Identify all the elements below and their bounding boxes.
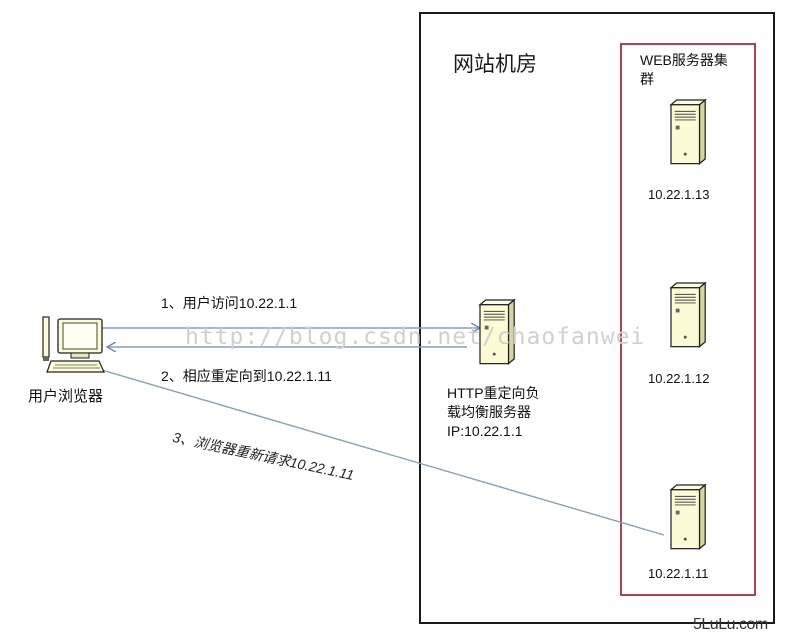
computer-icon (42, 316, 105, 373)
web-server-ip-11: 10.22.1.11 (648, 566, 709, 581)
cluster-title: WEB服务器集群 (640, 51, 740, 89)
load-balancer-label-line2: 载均衡服务器 (447, 404, 531, 420)
step2-label: 2、相应重定向到10.22.1.11 (161, 368, 332, 384)
web-server-ip-12: 10.22.1.12 (648, 371, 710, 386)
load-balancer-ip: IP:10.22.1.1 (447, 423, 523, 439)
web-server-11-icon (670, 484, 706, 550)
cluster-title-text: WEB服务器集群 (640, 52, 728, 87)
load-balancer-label-line1: HTTP重定向负 (447, 385, 540, 401)
blog-watermark: http://blog.csdn.net/chaofanwei (185, 324, 646, 350)
step1-label: 1、用户访问10.22.1.1 (161, 295, 298, 311)
web-server-cluster (620, 43, 756, 596)
server-room-title: 网站机房 (453, 53, 537, 76)
website-server-room (419, 12, 775, 624)
web-server-ip-13: 10.22.1.13 (648, 187, 710, 202)
web-server-12-icon (670, 282, 706, 348)
user-browser-label: 用户浏览器 (28, 388, 104, 405)
web-server-13-icon (670, 99, 706, 165)
re-request-line (94, 367, 665, 536)
site-footer-mark: 5LuLu.com (693, 616, 768, 633)
load-balancer-label: HTTP重定向负 载均衡服务器 IP:10.22.1.1 (447, 384, 540, 441)
